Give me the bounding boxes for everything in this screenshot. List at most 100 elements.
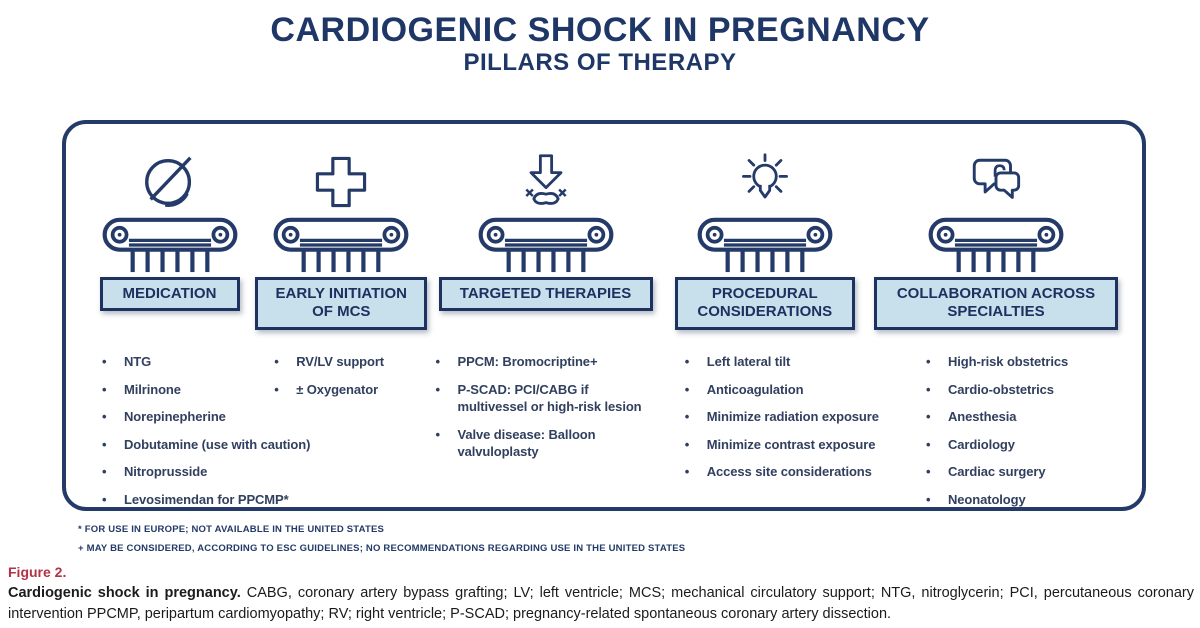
- caption-text: Cardiogenic shock in pregnancy. CABG, co…: [8, 583, 1194, 624]
- bullet-dot: •: [102, 381, 107, 397]
- pillar-item: • Levosimendan for PPCMP*: [102, 491, 289, 509]
- pillar-item: • Dobutamine (use with caution): [102, 436, 310, 454]
- bullet-dot: •: [435, 426, 441, 442]
- chat-bubbles-icon: [965, 150, 1027, 214]
- bullet-dot: •: [684, 464, 690, 480]
- pillar-item: • Minimize contrast exposure: [684, 436, 876, 454]
- pillar-item: • High-risk obstetrics: [926, 353, 1122, 371]
- pillar-item-list: • RV/LV support • ± Oxygenator: [252, 353, 430, 408]
- pillar-item-label: Dobutamine (use with caution): [124, 436, 311, 452]
- pillar-item: • ± Oxygenator: [274, 381, 430, 399]
- pillar-item-label: Valve disease: Balloon valvuloplasty: [457, 426, 596, 460]
- pillar-item: • Cardio-obstetrics: [926, 381, 1122, 399]
- pillar-procedural-considerations: PROCEDURAL CONSIDERATIONS • Left lateral …: [661, 150, 879, 491]
- pillar-item: • Norepinepherine: [102, 408, 251, 426]
- pillar-header: MEDICATION: [99, 277, 240, 312]
- pillar-item: • Milrinone: [102, 381, 251, 399]
- pillar-item: • Neonatology: [926, 491, 1122, 509]
- bullet-dot: •: [102, 436, 107, 452]
- pillar-item-label: Anticoagulation: [706, 381, 804, 397]
- pillar-item-label: Nitroprusside: [124, 464, 208, 480]
- pillar-header: PROCEDURAL CONSIDERATIONS: [674, 277, 855, 330]
- bullet-dot: •: [102, 464, 107, 480]
- footnote: * FOR USE IN EUROPE; NOT AVAILABLE IN TH…: [78, 524, 385, 535]
- bullet-dot: •: [926, 464, 931, 480]
- pillar-item-list: •High-risk obstetrics•Cardio-obstetrics•…: [870, 353, 1122, 518]
- pillar-item-list: •NTG•Milrinone•Norepinepherine•Dobutamin…: [88, 353, 310, 518]
- pillar-item-label: Norepinepherine: [124, 409, 226, 425]
- pillar-item-label: P-SCAD: PCI/CABG if multivessel or high-…: [457, 381, 642, 415]
- pillar-collaboration-across-specialties: COLLABORATION ACROSS SPECIALTIES • High-r…: [870, 150, 1122, 518]
- pillar-item: •NTG: [102, 353, 251, 371]
- medical-cross-icon: [312, 150, 370, 214]
- pillar-item-label: Milrinone: [124, 381, 181, 397]
- pillar-targeted-therapies: TARGETED THERAPIES • PPCM: Bromocriptine+…: [432, 150, 660, 471]
- pillar-header: TARGETED THERAPIES: [438, 277, 653, 312]
- pillar-item-label: Neonatology: [948, 491, 1026, 507]
- bullet-dot: •: [102, 409, 107, 425]
- pillar-early-initiation-of-mcs: EARLY INITIATION OF MCS • RV/LV support • ±…: [252, 150, 430, 408]
- pillar-medication: MEDICATION •NTG•Milrinone•Norepinepherin…: [88, 150, 310, 518]
- figure-label: Figure 2.: [8, 564, 67, 580]
- pillar-item: • Cardiology: [926, 436, 1122, 454]
- bullet-dot: •: [684, 354, 690, 369]
- column-capital-icon: [926, 216, 1066, 274]
- bullet-dot: •: [926, 436, 931, 452]
- bullet-dot: •: [926, 409, 931, 425]
- pillar-item: • Anticoagulation: [685, 381, 869, 399]
- bullet-dot: •: [435, 354, 441, 369]
- pillar-item-label: RV/LV support: [296, 354, 385, 369]
- bullet-dot: •: [926, 381, 931, 397]
- pillar-item: •Minimize radiation exposure: [685, 408, 879, 426]
- bullet-dot: •: [684, 381, 690, 397]
- pillar-item-list: •PPCM: Bromocriptine+•P-SCAD: PCI/CABG i…: [432, 353, 660, 471]
- pillar-item-label: Minimize radiation exposure: [706, 409, 879, 425]
- bullet-dot: •: [102, 491, 107, 507]
- pillar-item-label: Anesthesia: [948, 409, 1017, 425]
- caption-body: CABG, coronary artery bypass grafting; L…: [8, 585, 1195, 622]
- pillar-item-label: NTG: [124, 354, 152, 369]
- figure-caption: Figure 2. Cardiogenic shock in pregnancy…: [8, 564, 1194, 624]
- pillar-item: • Nitroprusside: [102, 463, 251, 481]
- pillar-item-label: Cardiac surgery: [948, 464, 1046, 480]
- bullet-dot: •: [274, 354, 279, 369]
- pillar-item-label: Left lateral tilt: [706, 354, 791, 369]
- pillar-item-label: High-risk obstetrics: [948, 354, 1069, 369]
- pillar-item: • Access site considerations: [684, 463, 872, 481]
- pillar-item-label: Minimize contrast exposure: [706, 436, 876, 452]
- title-line2: PILLARS OF THERAPY: [463, 49, 737, 77]
- pillar-item-label: Access site considerations: [706, 464, 872, 480]
- pillar-item: • Left lateral tilt: [685, 353, 869, 371]
- pillars-container: MEDICATION •NTG•Milrinone•Norepinepherin…: [62, 120, 1146, 511]
- bullet-dot: •: [684, 436, 690, 452]
- pillar-item: • Cardiac surgery: [926, 463, 1122, 481]
- pillar-item: • PPCM: Bromocriptine+: [436, 353, 660, 371]
- pillar-item-label: Levosimendan for PPCMP*: [124, 491, 289, 507]
- pillar-item: • RV/LV support: [274, 353, 430, 371]
- column-capital-icon: [271, 216, 411, 274]
- pillar-item-label: Cardio-obstetrics: [948, 381, 1054, 397]
- footnotes: * FOR USE IN EUROPE; NOT AVAILABLE IN TH…: [78, 524, 685, 562]
- pillar-item: •P-SCAD: PCI/CABG if multivessel or high…: [436, 381, 660, 416]
- pillars-row: MEDICATION •NTG•Milrinone•Norepinepherin…: [88, 150, 1122, 518]
- column-capital-icon: [100, 216, 240, 274]
- pillar-item-label: PPCM: Bromocriptine+: [457, 354, 598, 369]
- pillar-header: COLLABORATION ACROSS SPECIALTIES: [874, 277, 1118, 330]
- title-line1: CARDIOGENIC SHOCK IN PREGNANCY: [270, 11, 930, 49]
- bullet-dot: •: [926, 354, 931, 369]
- pill-icon: [139, 150, 201, 214]
- bullet-dot: •: [926, 491, 931, 507]
- figure-title: CARDIOGENIC SHOCK IN PREGNANCY PILLARS O…: [0, 11, 1200, 77]
- footnote: + MAY BE CONSIDERED, ACCORDING TO ESC GU…: [78, 543, 686, 554]
- pillar-item-label: ± Oxygenator: [296, 381, 379, 397]
- pillar-item: • Valve disease: Balloon valvuloplasty: [436, 426, 660, 461]
- column-capital-icon: [695, 216, 835, 274]
- impact-arrow-icon: [516, 150, 576, 214]
- lightbulb-icon: [735, 150, 795, 214]
- bullet-dot: •: [274, 381, 279, 397]
- caption-lead: Cardiogenic shock in pregnancy.: [8, 585, 241, 601]
- column-capital-icon: [476, 216, 616, 274]
- pillar-header: EARLY INITIATION OF MCS: [255, 277, 428, 330]
- pillar-item-label: Cardiology: [948, 436, 1015, 452]
